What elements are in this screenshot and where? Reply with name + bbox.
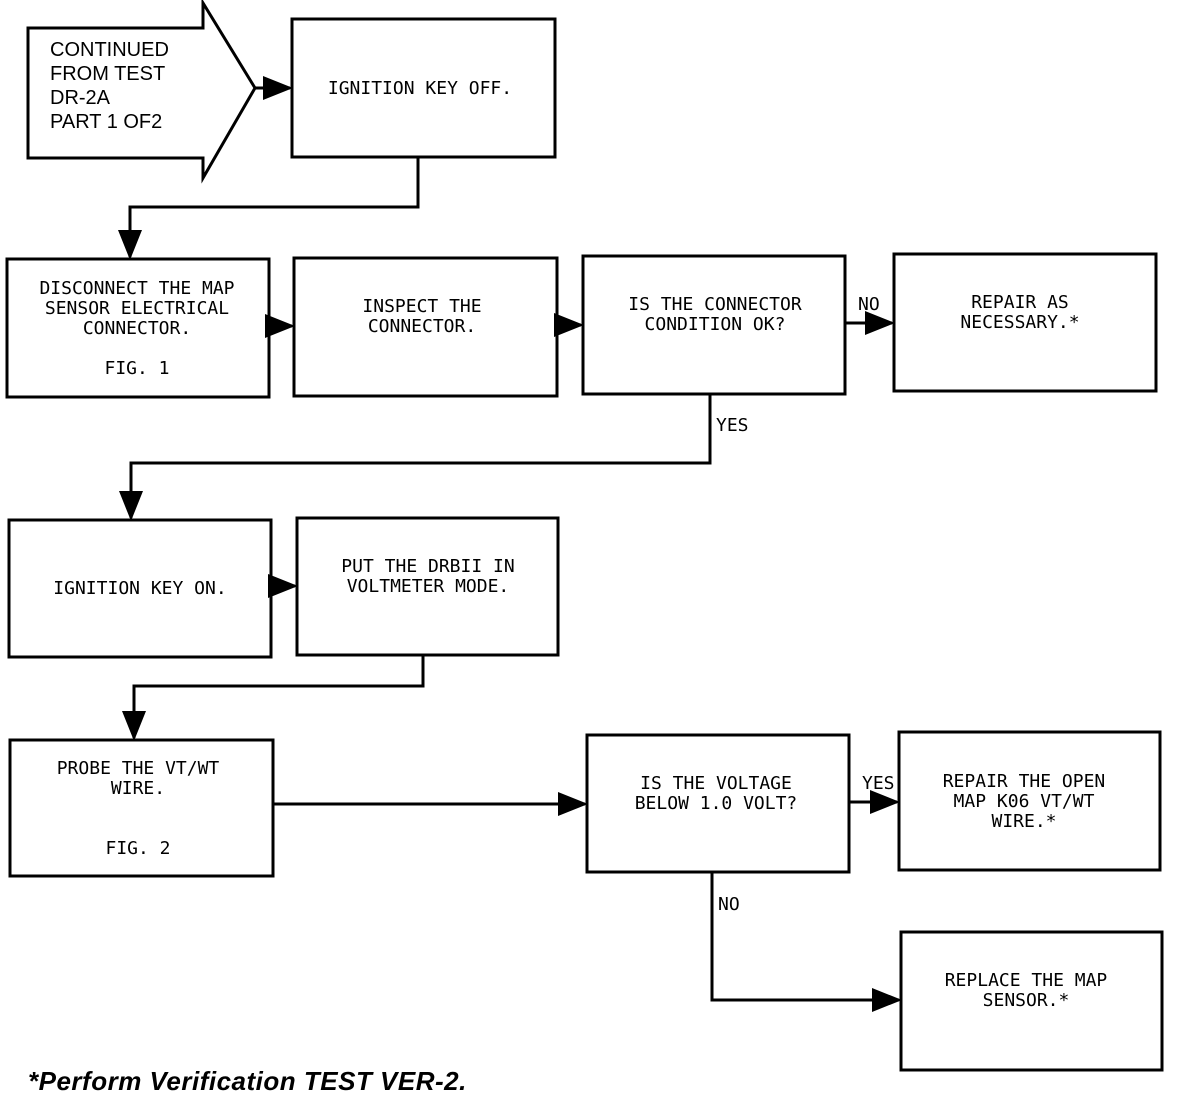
text-line: WIRE. — [111, 778, 165, 799]
text-line: IGNITION KEY OFF. — [328, 78, 512, 99]
label-connector-no: NO — [858, 294, 880, 315]
box-ignition-on-text: IGNITION KEY ON. — [53, 578, 226, 599]
arrow-connector-yes — [119, 394, 712, 521]
box-ignition-on: IGNITION KEY ON. — [7, 518, 273, 659]
text-line: DR-2A — [50, 87, 111, 109]
text-line: SENSOR ELECTRICAL — [45, 298, 229, 319]
footnote: *Perform Verification TEST VER-2. — [28, 1066, 467, 1096]
label-voltage-yes: YES — [862, 773, 895, 794]
text-line: FIG. 1 — [104, 358, 169, 379]
text-line: PART 1 OF2 — [50, 111, 162, 133]
label-voltage-no: NO — [718, 894, 740, 915]
text-line: VOLTMETER MODE. — [347, 576, 510, 597]
text-line: REPLACE THE MAP — [945, 970, 1108, 991]
text-line: SENSOR.* — [983, 990, 1070, 1011]
arrow-voltage-no — [710, 872, 902, 1012]
text-line: CONNECTOR. — [368, 316, 476, 337]
text-line: CONTINUED — [50, 39, 169, 61]
text-line: CONNECTOR. — [83, 318, 191, 339]
text-line: REPAIR THE OPEN — [943, 771, 1106, 792]
text-line: MAP K06 VT/WT — [954, 791, 1095, 812]
text-line: CONDITION OK? — [645, 314, 786, 335]
text-line: PROBE THE VT/WT — [57, 758, 220, 779]
text-line: INSPECT THE — [362, 296, 481, 317]
text-line: IS THE VOLTAGE — [640, 773, 792, 794]
text-line: FIG. 2 — [105, 838, 170, 859]
text-line: NECESSARY.* — [960, 312, 1079, 333]
text-line: IGNITION KEY ON. — [53, 578, 226, 599]
text-line: REPAIR AS — [971, 292, 1069, 313]
box-ignition-off-text: IGNITION KEY OFF. — [328, 78, 512, 99]
text-line: DISCONNECT THE MAP — [39, 278, 234, 299]
arrow-ignition-off-to-disconnect — [118, 157, 420, 260]
box-ignition-off: IGNITION KEY OFF. — [290, 17, 557, 159]
text-line: IS THE CONNECTOR — [628, 294, 802, 315]
text-line: FROM TEST — [50, 63, 165, 85]
text-line: BELOW 1.0 VOLT? — [635, 793, 798, 814]
label-connector-yes: YES — [716, 415, 749, 436]
text-line: PUT THE DRBII IN — [341, 556, 514, 577]
arrow-drbii-to-probe — [122, 655, 425, 741]
text-line: WIRE.* — [991, 811, 1056, 832]
